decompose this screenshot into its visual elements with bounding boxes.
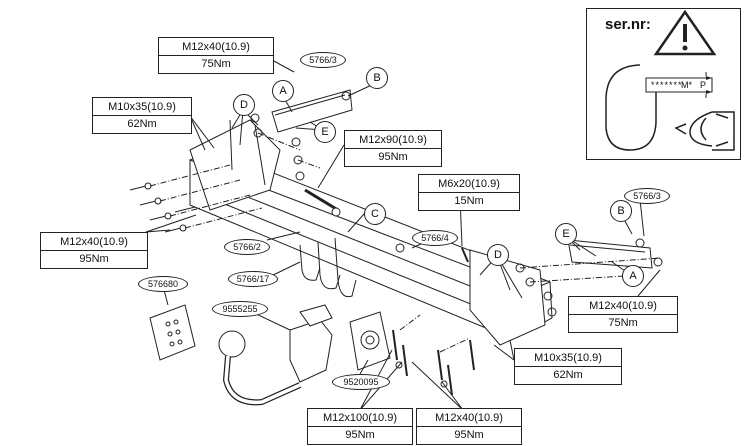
spec-torque: 15Nm (454, 195, 484, 207)
spec-box-1: M12x40(10.9) 75Nm (158, 37, 274, 74)
callout-letter-e: E (555, 223, 577, 245)
spec-torque: 75Nm (201, 58, 231, 70)
spec-box-6: M12x40(10.9) 75Nm (568, 296, 678, 333)
part-number-5766-2: 5766/2 (224, 239, 270, 255)
serial-plate-p: P (700, 80, 707, 90)
callout-letter-b: B (610, 200, 632, 222)
small-bolt-m6 (461, 247, 469, 263)
serial-number-label: ser.nr: (605, 16, 651, 33)
long-bolt-m12x90 (304, 188, 341, 217)
spec-box-9: M12x40(10.9) 95Nm (416, 408, 522, 445)
right-plate-a (567, 239, 653, 269)
left-bolts (129, 182, 196, 233)
callout-letter-a: A (622, 265, 644, 287)
callout-letter-a: A (272, 80, 294, 102)
spec-bolt: M10x35(10.9) (515, 349, 621, 367)
part-number-5766-4: 5766/4 (412, 230, 458, 246)
spec-box-2: M10x35(10.9) 62Nm (92, 97, 192, 134)
callout-letter-b: B (366, 67, 388, 89)
spec-bolt: M12x40(10.9) (41, 233, 147, 251)
spec-torque: 95Nm (454, 429, 484, 441)
callout-letter-d: D (233, 94, 255, 116)
part-number-9520095: 9520095 (332, 374, 390, 390)
spec-torque: 62Nm (553, 369, 583, 381)
spec-box-7: M10x35(10.9) 62Nm (514, 348, 622, 385)
spec-torque: 75Nm (608, 317, 638, 329)
bottom-bolts (392, 329, 475, 396)
spec-bolt: M12x100(10.9) (308, 409, 412, 427)
part-number-5766-3-left: 5766/3 (300, 52, 346, 68)
left-side-bracket (189, 119, 281, 211)
callout-letter-c: C (364, 203, 386, 225)
spec-bolt: M10x35(10.9) (93, 98, 191, 116)
spec-box-3: M12x90(10.9) 95Nm (344, 130, 442, 167)
part-number-5766-3-right: 5766/3 (624, 188, 670, 204)
right-nuts (395, 238, 663, 317)
serial-plate-mark: M* (681, 80, 692, 90)
spec-torque: 62Nm (127, 118, 157, 130)
part-number-576680: 576680 (138, 276, 188, 292)
part-number-5766-17: 5766/17 (228, 271, 278, 287)
alignment-lines (149, 132, 661, 353)
part-number-9555255: 9555255 (212, 301, 268, 317)
callout-letter-d: D (487, 244, 509, 266)
spec-box-8: M12x100(10.9) 95Nm (307, 408, 413, 445)
spec-bolt: M12x90(10.9) (345, 131, 441, 149)
hanger-hooks (299, 237, 357, 298)
right-side-bracket (469, 249, 546, 346)
spec-torque: 95Nm (79, 253, 109, 265)
spec-bolt: M6x20(10.9) (419, 175, 519, 193)
left-plate-a (271, 89, 353, 133)
spec-bolt: M12x40(10.9) (417, 409, 521, 427)
serial-plate-stars: ******* (651, 80, 683, 90)
socket-plate (349, 311, 391, 371)
spec-bolt: M12x40(10.9) (159, 38, 273, 56)
spec-torque: 95Nm (345, 429, 375, 441)
key-fob (149, 304, 196, 361)
tow-ball-neck (218, 304, 333, 406)
spec-box-4: M6x20(10.9) 15Nm (418, 174, 520, 211)
spec-torque: 95Nm (378, 151, 408, 163)
callout-letter-e: E (314, 121, 336, 143)
spec-bolt: M12x40(10.9) (569, 297, 677, 315)
spec-box-5: M12x40(10.9) 95Nm (40, 232, 148, 269)
